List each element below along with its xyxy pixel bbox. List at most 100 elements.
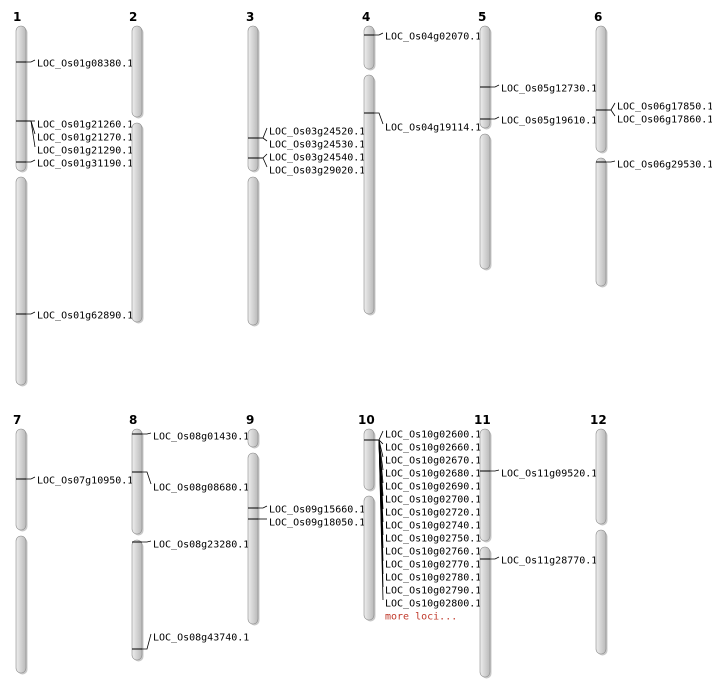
chromosome-number: 2 bbox=[129, 10, 137, 24]
chromosome-long-arm bbox=[247, 452, 259, 625]
locus-label[interactable]: LOC_Os04g19114.1 bbox=[385, 123, 481, 134]
more-loci-link[interactable]: more loci... bbox=[385, 612, 457, 623]
chromosome-number: 4 bbox=[362, 10, 370, 24]
chromosome-3: 3LOC_Os03g24520.1LOC_Os03g24530.1LOC_Os0… bbox=[246, 10, 365, 327]
chromosome-number: 9 bbox=[246, 413, 254, 427]
locus-label[interactable]: LOC_Os03g24530.1 bbox=[269, 140, 365, 151]
locus-label[interactable]: LOC_Os03g29020.1 bbox=[269, 166, 365, 177]
locus-leader-line bbox=[606, 160, 616, 163]
locus-leader-line bbox=[142, 540, 152, 543]
locus-label[interactable]: LOC_Os01g31190.1 bbox=[37, 159, 133, 170]
locus-leader-line bbox=[142, 432, 152, 435]
locus-leader-line bbox=[142, 471, 152, 485]
locus-label[interactable]: LOC_Os10g02800.1 bbox=[385, 599, 481, 610]
locus-label[interactable]: LOC_Os10g02600.1 bbox=[385, 430, 481, 441]
chromosome-long-arm bbox=[131, 122, 143, 323]
locus-leader-line bbox=[26, 311, 36, 315]
locus-leader-line bbox=[374, 439, 384, 601]
chromosome-number: 8 bbox=[129, 413, 137, 427]
chromosome-long-arm bbox=[15, 176, 27, 386]
locus-label[interactable]: LOC_Os08g23280.1 bbox=[153, 540, 249, 551]
chromosome-long-arm bbox=[363, 74, 375, 315]
locus-label[interactable]: LOC_Os01g62890.1 bbox=[37, 311, 133, 322]
chromosome-short-arm bbox=[479, 25, 491, 129]
chromosome-8: 8LOC_Os08g01430.1LOC_Os08g08680.1LOC_Os0… bbox=[129, 413, 249, 662]
chromosome-2: 2 bbox=[129, 10, 144, 324]
locus-label[interactable]: LOC_Os06g17850.1 bbox=[617, 102, 712, 113]
chromosome-short-arm bbox=[363, 428, 375, 491]
locus-label[interactable]: LOC_Os07g10950.1 bbox=[37, 476, 133, 487]
locus-label[interactable]: LOC_Os03g24540.1 bbox=[269, 153, 365, 164]
locus-label[interactable]: LOC_Os10g02750.1 bbox=[385, 534, 481, 545]
locus-label[interactable]: LOC_Os10g02660.1 bbox=[385, 443, 481, 454]
chromosome-long-arm bbox=[479, 546, 491, 678]
locus-label[interactable]: LOC_Os05g12730.1 bbox=[501, 84, 597, 95]
locus-label[interactable]: LOC_Os01g21260.1 bbox=[37, 120, 133, 131]
locus-label[interactable]: LOC_Os06g29530.1 bbox=[617, 160, 712, 171]
chromosome-10: 10LOC_Os10g02600.1LOC_Os10g02660.1LOC_Os… bbox=[358, 413, 481, 623]
locus-label[interactable]: LOC_Os03g24520.1 bbox=[269, 127, 365, 138]
chromosome-short-arm bbox=[479, 428, 491, 542]
chromosome-long-arm bbox=[479, 133, 491, 270]
chromosome-long-arm bbox=[131, 539, 143, 661]
locus-label[interactable]: LOC_Os10g02770.1 bbox=[385, 560, 481, 571]
locus-label[interactable]: LOC_Os01g08380.1 bbox=[37, 59, 133, 70]
chromosome-1: 1LOC_Os01g08380.1LOC_Os01g21260.1LOC_Os0… bbox=[13, 10, 133, 387]
locus-label[interactable]: LOC_Os10g02740.1 bbox=[385, 521, 481, 532]
chromosome-long-arm bbox=[363, 495, 375, 621]
chromosome-12: 12 bbox=[590, 413, 608, 656]
locus-label[interactable]: LOC_Os11g28770.1 bbox=[501, 556, 597, 567]
chromosome-long-arm bbox=[595, 157, 607, 287]
chromosome-long-arm bbox=[247, 176, 259, 326]
locus-leader-line bbox=[258, 505, 268, 509]
locus-label[interactable]: LOC_Os10g02790.1 bbox=[385, 586, 481, 597]
chromosome-short-arm bbox=[247, 428, 259, 448]
locus-label[interactable]: LOC_Os10g02780.1 bbox=[385, 573, 481, 584]
chromosome-number: 12 bbox=[590, 413, 607, 427]
locus-label[interactable]: LOC_Os10g02700.1 bbox=[385, 495, 481, 506]
chromosome-6: 6LOC_Os06g17850.1LOC_Os06g17860.1LOC_Os0… bbox=[594, 10, 712, 288]
locus-label[interactable]: LOC_Os09g18050.1 bbox=[269, 518, 365, 529]
chromosome-number: 10 bbox=[358, 413, 375, 427]
chromosome-number: 6 bbox=[594, 10, 602, 24]
locus-leader-line bbox=[490, 116, 500, 120]
locus-label[interactable]: LOC_Os08g43740.1 bbox=[153, 633, 249, 644]
locus-label[interactable]: LOC_Os08g08680.1 bbox=[153, 483, 249, 494]
locus-label[interactable]: LOC_Os01g21290.1 bbox=[37, 146, 133, 157]
locus-leader-line bbox=[490, 84, 500, 88]
chromosome-number: 1 bbox=[13, 10, 21, 24]
locus-leader-line bbox=[142, 633, 152, 650]
locus-label[interactable]: LOC_Os10g02760.1 bbox=[385, 547, 481, 558]
chromosome-short-arm bbox=[595, 25, 607, 153]
locus-leader-line bbox=[26, 159, 36, 163]
chromosome-number: 3 bbox=[246, 10, 254, 24]
chromosome-short-arm bbox=[15, 25, 27, 172]
locus-label[interactable]: LOC_Os10g02680.1 bbox=[385, 469, 481, 480]
locus-label[interactable]: LOC_Os10g02720.1 bbox=[385, 508, 481, 519]
locus-leader-line bbox=[26, 476, 36, 480]
locus-label[interactable]: LOC_Os01g21270.1 bbox=[37, 133, 133, 144]
locus-leader-line bbox=[490, 469, 500, 472]
chromosome-long-arm bbox=[595, 529, 607, 655]
chromosome-short-arm bbox=[363, 25, 375, 70]
locus-leader-line bbox=[490, 556, 500, 560]
locus-label[interactable]: LOC_Os09g15660.1 bbox=[269, 505, 365, 516]
locus-label[interactable]: LOC_Os10g02670.1 bbox=[385, 456, 481, 467]
chromosome-number: 11 bbox=[474, 413, 491, 427]
locus-label[interactable]: LOC_Os06g17860.1 bbox=[617, 115, 712, 126]
locus-label[interactable]: LOC_Os04g02070.1 bbox=[385, 32, 481, 43]
locus-leader-line bbox=[258, 137, 268, 142]
locus-label[interactable]: LOC_Os10g02690.1 bbox=[385, 482, 481, 493]
locus-label[interactable]: LOC_Os11g09520.1 bbox=[501, 469, 597, 480]
chromosome-short-arm bbox=[131, 428, 143, 535]
chromosome-long-arm bbox=[15, 535, 27, 674]
locus-label[interactable]: LOC_Os05g19610.1 bbox=[501, 116, 597, 127]
locus-leader-line bbox=[374, 32, 384, 36]
locus-label[interactable]: LOC_Os08g01430.1 bbox=[153, 432, 249, 443]
chromosome-short-arm bbox=[595, 428, 607, 525]
